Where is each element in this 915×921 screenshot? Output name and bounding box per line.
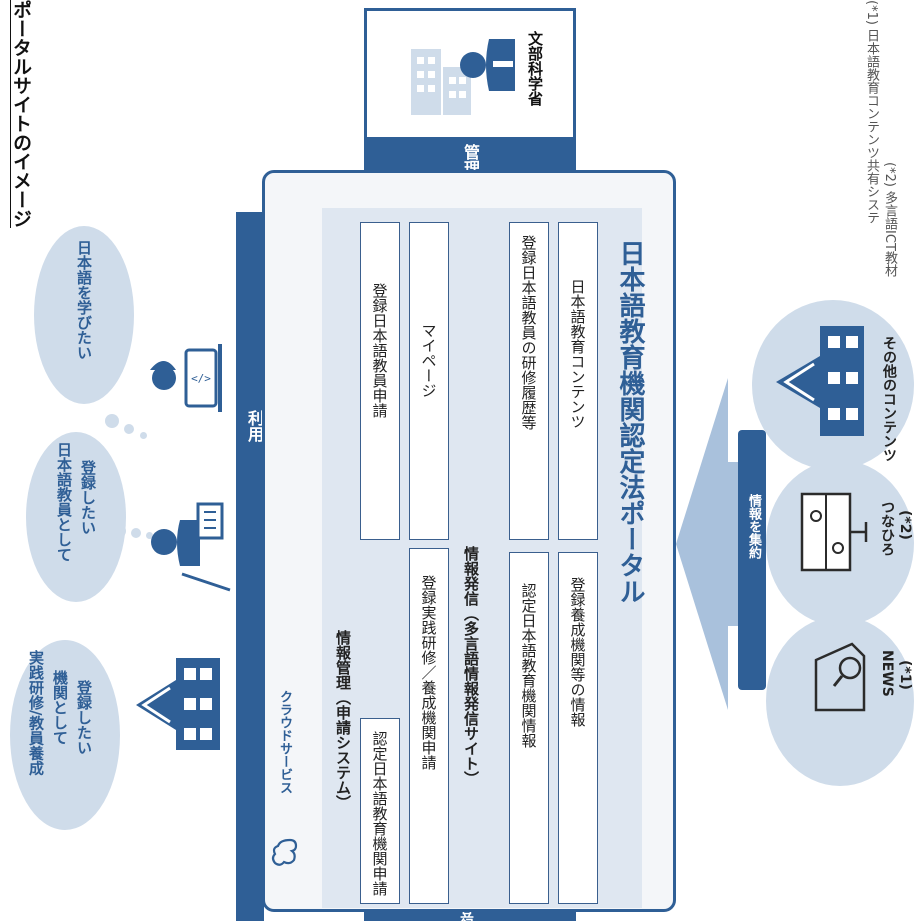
aggregate-label: 情報を集約	[746, 494, 761, 559]
box-training-institution-application: 登録実践研修／養成機関申請	[409, 548, 449, 904]
bubble-learn	[34, 226, 134, 404]
bubble-institution	[10, 640, 120, 830]
bubble-learn-text: 日本語を学びたい	[75, 240, 93, 360]
bubble-teacher	[26, 432, 126, 602]
admin-bar-label: 管理	[461, 144, 480, 176]
bubble-institution-text-3: 登録したい	[75, 680, 93, 755]
section-management-title: 情報管理（申請システム）	[334, 630, 352, 810]
learner-person-icon: </>	[150, 344, 222, 412]
box-teacher-training-history: 登録日本語教員の研修履歴等	[509, 222, 549, 540]
source-news-circle	[766, 616, 914, 786]
cloud-icon	[271, 838, 298, 866]
ministry-card: 文部科学省	[364, 8, 576, 140]
svg-text:</>: </>	[191, 372, 211, 385]
other-building-icon	[776, 326, 864, 436]
box-mypage: マイページ	[409, 222, 449, 540]
teacher-person-icon	[151, 502, 231, 592]
bubble-teacher-text-2: 登録したい	[79, 460, 97, 535]
source-tsunahiro-label: つなひろ	[879, 500, 895, 556]
bubble-dot	[131, 528, 141, 538]
box-certified-institution-info: 認定日本語教育機関情報	[509, 552, 549, 904]
portal-title: 日本語教育機関認定法ポータル	[615, 240, 645, 604]
admin-bar	[364, 138, 576, 174]
aggregate-bar	[738, 430, 766, 690]
bubble-dot	[146, 532, 153, 539]
tsunahiro-monitor-icon	[800, 492, 868, 572]
footnote-1: (*1) 日本語教育コンテンツ共有システ	[864, 0, 879, 225]
box-certified-institution-application: 認定日本語教育機関申請	[360, 718, 400, 904]
bubble-institution-text-1: 実践研修/教員養成	[27, 650, 45, 776]
footnote-2: (*2) 多言語ICT教材	[882, 162, 897, 277]
news-document-icon	[814, 642, 866, 712]
cloud-service-label: クラウドサービス	[277, 690, 292, 794]
aggregate-arrow-icon	[676, 378, 740, 710]
box-education-content: 日本語教育コンテンツ	[558, 222, 598, 540]
bubble-dot	[112, 524, 126, 538]
bubble-dot	[124, 424, 134, 434]
section-info-title: 情報発信（多言語情報発信サイト）	[462, 546, 480, 786]
source-other-label: その他のコンテンツ	[881, 336, 897, 462]
ministry-label: 文部科学省	[526, 31, 544, 106]
source-news-note: (*1)	[897, 660, 913, 690]
official-person-icon	[460, 39, 515, 91]
page-title: ポータルサイトのイメージ	[10, 0, 32, 228]
bubble-dot	[105, 414, 119, 428]
box-training-institution-info: 登録養成機関等の情報	[558, 552, 598, 904]
bubble-institution-text-2: 機関として	[51, 670, 69, 745]
usage-bar	[236, 212, 264, 921]
institution-school-icon	[136, 658, 220, 750]
bubble-dot	[140, 432, 147, 439]
bubble-teacher-text-1: 日本語教員として	[55, 442, 73, 562]
source-tsunahiro-note: (*2)	[897, 510, 913, 540]
source-news-label: NEWS	[879, 650, 895, 697]
usage-bar-label: 利用	[245, 410, 264, 442]
box-teacher-registration-application: 登録日本語教員申請	[360, 222, 400, 540]
